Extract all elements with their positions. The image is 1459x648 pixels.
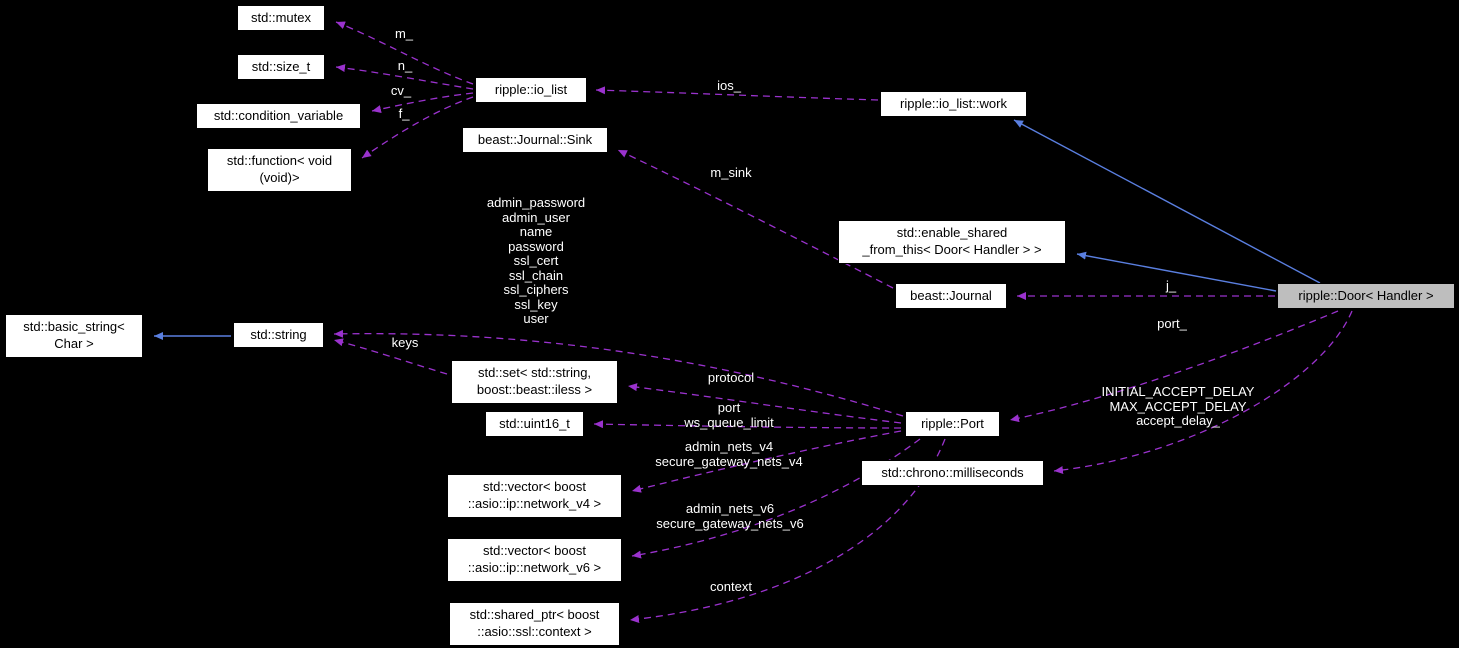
node-std-uint16_t[interactable]: std::uint16_t — [485, 411, 584, 437]
edge-io_list-size_t — [335, 64, 474, 90]
edge-work-io_list — [595, 86, 879, 101]
node-ripple-io_list-work[interactable]: ripple::io_list::work — [880, 91, 1027, 117]
edge-label-keys: keys — [391, 335, 419, 350]
edge-label-f: f_ — [398, 106, 410, 121]
node-std-chrono-milliseconds[interactable]: std::chrono::milliseconds — [861, 460, 1044, 486]
node-std-vector-network_v4[interactable]: std::vector< boost ::asio::ip::network_v… — [447, 474, 622, 518]
edge-label-port: port_ — [1157, 316, 1187, 331]
edge-io_list-condition_variable — [371, 92, 474, 113]
node-std-size_t[interactable]: std::size_t — [237, 54, 325, 80]
edge-label-cv: cv_ — [390, 83, 412, 98]
edge-door-milliseconds — [1053, 310, 1353, 475]
node-ripple-io_list[interactable]: ripple::io_list — [475, 77, 587, 103]
node-std-vector-network_v6[interactable]: std::vector< boost ::asio::ip::network_v… — [447, 538, 622, 582]
edge-door-port — [1009, 310, 1339, 423]
edge-door-work — [1013, 119, 1321, 284]
edge-label-context: context — [710, 579, 752, 594]
node-beast-journal[interactable]: beast::Journal — [895, 283, 1007, 309]
node-ripple-door-handler[interactable]: ripple::Door< Handler > — [1277, 283, 1455, 309]
edge-label-nets-v6: admin_nets_v6 secure_gateway_nets_v6 — [656, 501, 804, 531]
edge-label-nets-v4: admin_nets_v4 secure_gateway_nets_v4 — [655, 439, 803, 469]
edge-label-protocol: protocol — [707, 370, 755, 385]
node-std-mutex[interactable]: std::mutex — [237, 5, 325, 31]
node-std-string[interactable]: std::string — [233, 322, 324, 348]
node-beast-journal-sink[interactable]: beast::Journal::Sink — [462, 127, 608, 153]
edge-label-port-fields: port ws_queue_limit — [684, 400, 774, 430]
node-std-shared_ptr-ssl-context[interactable]: std::shared_ptr< boost ::asio::ssl::cont… — [449, 602, 620, 646]
edge-label-m: m_ — [394, 26, 414, 41]
edge-io_list-mutex — [335, 21, 474, 85]
edge-door-enable_shared — [1076, 251, 1277, 292]
edge-port-vector_v4 — [631, 430, 902, 493]
node-std-condition_variable[interactable]: std::condition_variable — [196, 103, 361, 129]
edge-label-j: j_ — [1165, 278, 1177, 293]
node-ripple-port[interactable]: ripple::Port — [905, 411, 1000, 437]
edge-label-m_sink: m_sink — [710, 165, 752, 180]
edge-port-context — [629, 438, 946, 623]
edge-set-string — [333, 338, 448, 375]
edge-journal-sink — [617, 149, 894, 289]
node-std-enable_shared_from_this[interactable]: std::enable_shared _from_this< Door< Han… — [838, 220, 1066, 264]
edge-port-uint16 — [593, 420, 902, 429]
edge-label-accept-delay: INITIAL_ACCEPT_DELAY MAX_ACCEPT_DELAY ac… — [1101, 384, 1255, 429]
edge-label-string-fields: admin_password admin_user name password … — [486, 195, 586, 327]
edge-port-string — [333, 329, 904, 417]
edge-io_list-function — [361, 96, 474, 159]
edge-label-n: n_ — [397, 58, 413, 73]
node-std-set-string-iless[interactable]: std::set< std::string, boost::beast::ile… — [451, 360, 618, 404]
edge-port-set — [627, 383, 902, 424]
node-std-basic_string[interactable]: std::basic_string< Char > — [5, 314, 143, 358]
edge-label-ios: ios_ — [717, 78, 741, 93]
node-std-function-void[interactable]: std::function< void (void)> — [207, 148, 352, 192]
